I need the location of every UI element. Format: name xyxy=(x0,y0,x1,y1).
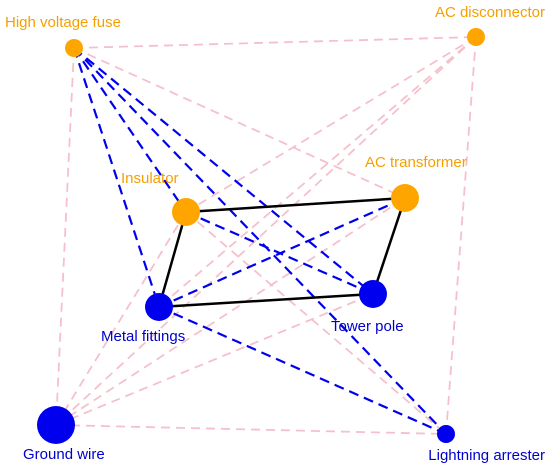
edge-insulator-to-lightning-arrester xyxy=(185,211,447,435)
edge-metal-fittings-to-lightning-arrester xyxy=(158,305,447,436)
node-insulator xyxy=(172,198,200,226)
node-ground-wire xyxy=(37,406,75,444)
edge-ac-disconnector-to-insulator xyxy=(185,36,477,213)
edge-hv-fuse-to-insulator xyxy=(73,47,187,213)
node-lightning-arrester xyxy=(437,425,455,443)
node-hv-fuse xyxy=(65,39,83,57)
node-label-metal-fittings: Metal fittings xyxy=(101,328,185,345)
edge-hv-fuse-to-ground-wire xyxy=(55,47,75,426)
edge-hv-fuse-to-metal-fittings xyxy=(72,47,161,308)
nodes-layer xyxy=(37,28,485,444)
node-label-ac-transformer: AC transformer xyxy=(365,154,467,171)
edge-insulator-to-metal-fittings xyxy=(157,211,188,308)
node-metal-fittings xyxy=(145,293,173,321)
edge-ground-wire-to-lightning-arrester xyxy=(55,424,447,435)
edge-metal-fittings-to-ac-transformer xyxy=(158,196,406,309)
edge-ac-disconnector-to-ground-wire xyxy=(55,36,477,426)
edge-ground-wire-to-ac-transformer xyxy=(55,197,406,426)
node-label-ac-disconnector: AC disconnector xyxy=(435,4,545,21)
edge-ground-wire-to-insulator xyxy=(55,211,187,426)
edges-layer xyxy=(55,36,477,436)
node-label-ground-wire: Ground wire xyxy=(23,446,105,463)
node-label-tower-pole: Tower pole xyxy=(331,318,404,335)
edge-ground-wire-to-tower-pole xyxy=(55,293,374,426)
node-label-insulator: Insulator xyxy=(121,170,179,187)
edge-hv-fuse-to-ac-transformer xyxy=(73,47,406,199)
node-label-lightning-arrester: Lightning arrester xyxy=(428,447,545,464)
edge-ac-disconnector-to-metal-fittings xyxy=(158,36,477,308)
edge-hv-fuse-to-ac-disconnector xyxy=(73,36,477,49)
edge-metal-fittings-to-tower-pole xyxy=(158,292,374,309)
edge-ac-disconnector-to-lightning-arrester xyxy=(445,36,477,435)
edge-insulator-to-ac-transformer xyxy=(185,196,406,214)
node-ac-transformer xyxy=(391,184,419,212)
node-ac-disconnector xyxy=(467,28,485,46)
labels-layer: High voltage fuse AC disconnectorInsulato… xyxy=(5,4,545,464)
edge-tower-pole-to-ac-transformer xyxy=(371,197,407,295)
node-tower-pole xyxy=(359,280,387,308)
edge-hv-fuse-to-tower-pole xyxy=(73,47,374,295)
edge-hv-fuse-to-lightning-arrester xyxy=(73,47,447,435)
node-label-hv-fuse: High voltage fuse xyxy=(5,14,121,31)
